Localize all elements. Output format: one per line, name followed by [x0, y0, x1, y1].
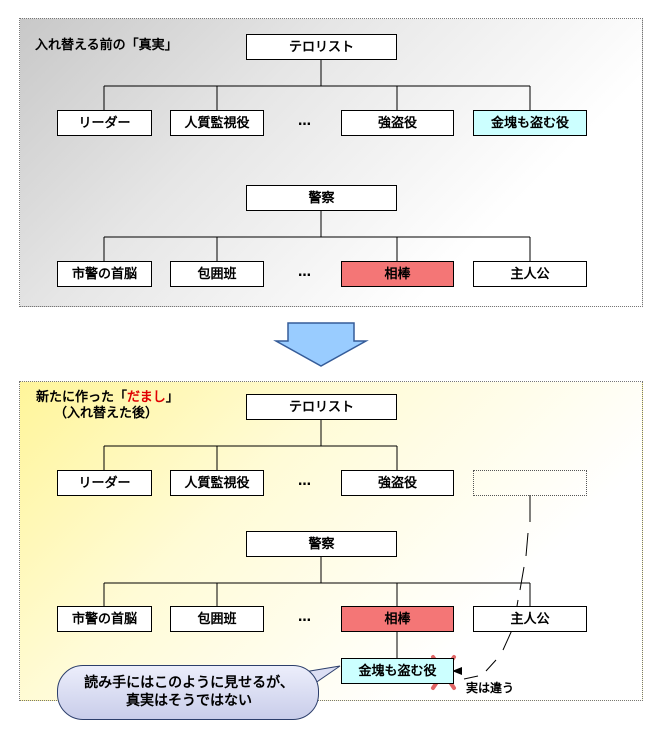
callout-line1: 読み手にはこのように見せるが、	[84, 675, 294, 691]
deception-panel-subtitle: （入れ替えた後）	[54, 406, 159, 421]
down-arrow-icon	[273, 322, 369, 367]
node-leader: リーダー	[57, 470, 152, 496]
callout-text: 読み手にはこのように見せるが、 真実はそうではない	[58, 674, 320, 710]
truth-panel-title: 入れ替える前の「真実」	[35, 38, 178, 53]
node-police: 警察	[246, 185, 397, 211]
truth-panel	[19, 18, 643, 307]
node-protagonist: 主人公	[473, 606, 587, 632]
callout-line2: 真実はそうではない	[126, 693, 252, 709]
node-gold-thief-moved: 金塊も盗む役	[341, 658, 454, 684]
node-partner: 相棒	[341, 606, 454, 632]
node-robber: 強盗役	[341, 470, 454, 496]
node-partner: 相棒	[341, 261, 454, 287]
node-empty-slot	[473, 470, 587, 496]
ellipsis: …	[298, 474, 311, 489]
actually-different-note: 実は違う	[466, 681, 515, 695]
node-siege-team: 包囲班	[170, 261, 264, 287]
node-protagonist: 主人公	[473, 261, 587, 287]
node-police: 警察	[246, 531, 397, 557]
node-hostage-watcher: 人質監視役	[170, 110, 264, 136]
node-robber: 強盗役	[341, 110, 454, 136]
node-leader: リーダー	[57, 110, 152, 136]
node-gold-thief: 金塊も盗む役	[473, 110, 587, 136]
node-terrorist: テロリスト	[246, 394, 397, 420]
node-terrorist: テロリスト	[246, 34, 397, 60]
node-police-chief: 市警の首脳	[57, 606, 152, 632]
ellipsis: …	[298, 114, 311, 129]
deception-panel-title: 新たに作った「だまし」 （入れ替えた後）	[36, 390, 179, 422]
callout-bubble: 読み手にはこのように見せるが、 真実はそうではない	[57, 665, 319, 720]
ellipsis: …	[298, 265, 311, 280]
node-siege-team: 包囲班	[170, 606, 264, 632]
node-hostage-watcher: 人質監視役	[170, 470, 264, 496]
node-police-chief: 市警の首脳	[57, 261, 152, 287]
ellipsis: …	[298, 610, 311, 625]
title-suffix: 」	[165, 390, 179, 405]
title-highlight: だまし	[127, 390, 166, 405]
title-prefix: 新たに作った「	[36, 390, 128, 405]
